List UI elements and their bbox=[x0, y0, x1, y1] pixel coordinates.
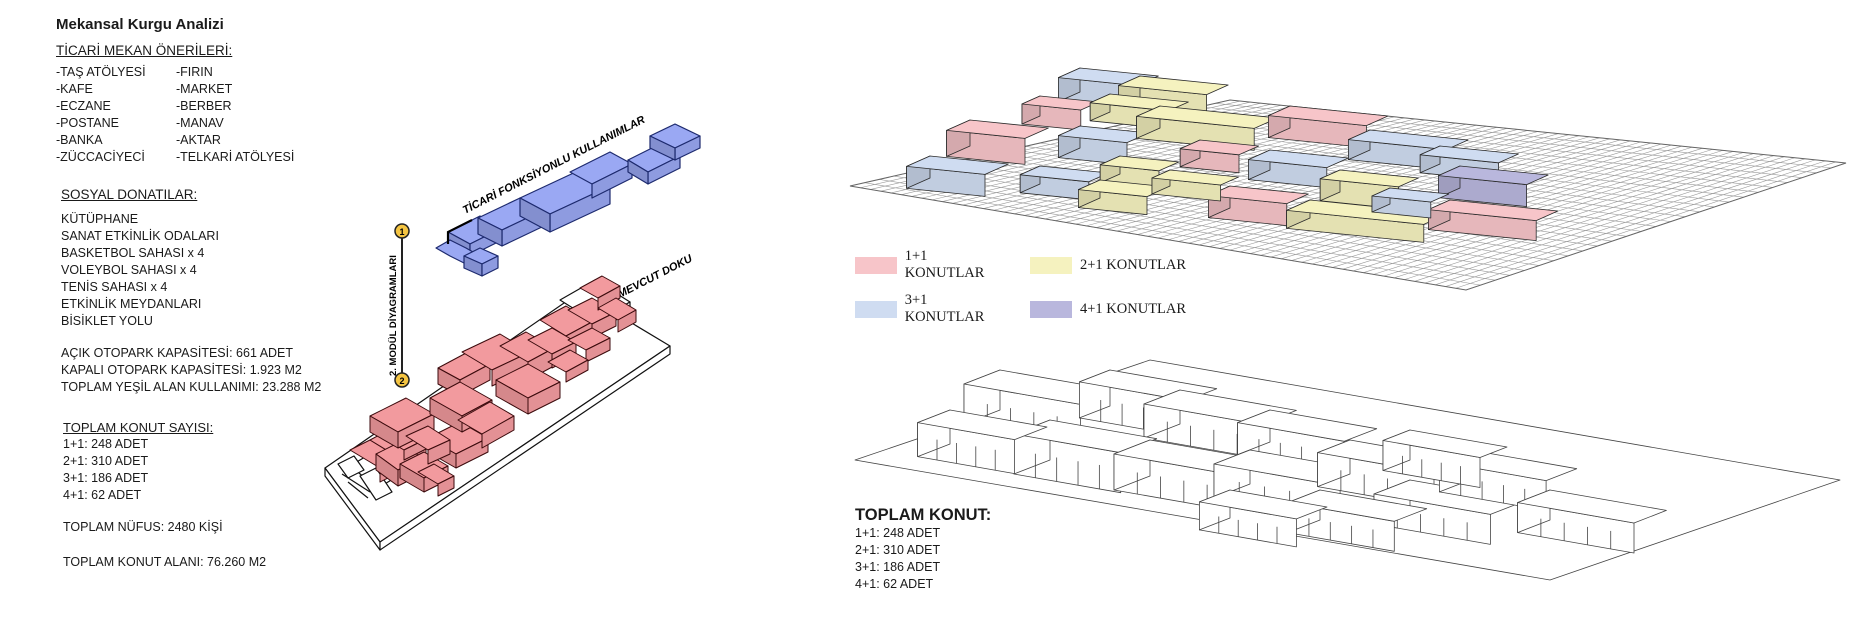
list-item: 2+1: 310 ADET bbox=[63, 454, 149, 468]
legend-swatch bbox=[855, 300, 897, 318]
housing-blocks bbox=[349, 275, 637, 497]
typology-block bbox=[1021, 95, 1100, 131]
blue-block bbox=[569, 151, 633, 199]
housing-typology-diagram bbox=[849, 67, 1847, 291]
commercial-list-2: -FIRIN -MARKET -BERBER -MANAV -AKTAR -TE… bbox=[176, 64, 294, 166]
list-item: -AKTAR bbox=[176, 133, 221, 147]
list-item: 4+1: 62 ADET bbox=[63, 488, 142, 502]
list-item: 2+1: 310 ADET bbox=[855, 543, 941, 557]
legend-item-3plus1: 3+1 KONUTLAR bbox=[855, 292, 1010, 326]
red-block bbox=[579, 275, 621, 311]
list-item: KAPALI OTOPARK KAPASİTESİ: 1.923 M2 bbox=[61, 363, 302, 377]
list-item: -POSTANE bbox=[56, 116, 119, 130]
red-block bbox=[547, 349, 589, 383]
list-item: SANAT ETKİNLİK ODALARI bbox=[61, 229, 219, 243]
list-item: 3+1: 186 ADET bbox=[63, 471, 149, 485]
list-item: 4+1: 62 ADET bbox=[855, 577, 934, 591]
svg-text:2: 2 bbox=[399, 376, 404, 386]
list-item: -MARKET bbox=[176, 82, 233, 96]
red-block bbox=[495, 363, 561, 415]
list-item: -BANKA bbox=[56, 133, 103, 147]
blue-block bbox=[649, 123, 701, 161]
typology-block bbox=[1019, 165, 1110, 201]
red-block bbox=[417, 463, 455, 497]
list-item: -TAŞ ATÖLYESİ bbox=[56, 65, 146, 79]
housing-count-heading: TOPLAM KONUT SAYISI: bbox=[63, 420, 214, 435]
typology-block bbox=[1267, 105, 1389, 148]
module-marker-top: 1 bbox=[394, 223, 410, 239]
legend: 1+1 KONUTLAR 2+1 KONUTLAR 3+1 KONUTLAR 4… bbox=[855, 248, 1186, 326]
commercial-list-1: -TAŞ ATÖLYESİ -KAFE -ECZANE -POSTANE -BA… bbox=[56, 64, 146, 166]
building-outlines bbox=[917, 369, 1667, 554]
list-item: 3+1: 186 ADET bbox=[855, 560, 941, 574]
building-outline bbox=[1198, 489, 1328, 548]
module-label: 2. MODÜL DİYAGRAMLARI bbox=[388, 255, 399, 376]
typology-block bbox=[1151, 169, 1240, 202]
existing-label: MEVCUT DOKU bbox=[616, 252, 695, 300]
typology-block bbox=[1207, 185, 1309, 227]
list-item: KÜTÜPHANE bbox=[61, 212, 139, 226]
list-item: -ZÜCCACİYECİ bbox=[56, 150, 145, 164]
typology-block bbox=[906, 155, 1009, 197]
red-block bbox=[405, 425, 451, 465]
list-item: AÇIK OTOPARK KAPASİTESİ: 661 ADET bbox=[61, 346, 294, 360]
list-item: -KAFE bbox=[56, 82, 93, 96]
red-block bbox=[597, 297, 637, 333]
building-outline bbox=[1517, 489, 1667, 554]
list-item: -BERBER bbox=[176, 99, 232, 113]
red-block bbox=[567, 327, 611, 363]
typology-block bbox=[946, 119, 1049, 165]
typology-blocks bbox=[906, 67, 1559, 243]
module-diagram: TİCARİ FONKSİYONLU KULLANIMLAR MEVCUT DO… bbox=[324, 113, 701, 551]
building-outline bbox=[1382, 429, 1508, 488]
typology-block bbox=[1077, 179, 1170, 216]
red-block bbox=[457, 401, 515, 449]
list-item: -FIRIN bbox=[176, 65, 213, 79]
list-item: VOLEYBOL SAHASI x 4 bbox=[61, 263, 197, 277]
blue-block bbox=[463, 247, 499, 277]
commercial-blocks bbox=[435, 123, 701, 277]
housing-area-total: TOPLAM KONUT ALANI: 76.260 M2 bbox=[63, 555, 267, 569]
typology-block bbox=[1319, 169, 1419, 210]
legend-item-4plus1: 4+1 KONUTLAR bbox=[1030, 292, 1186, 326]
legend-swatch bbox=[855, 256, 897, 274]
typology-block bbox=[1247, 149, 1349, 188]
legend-item-1plus1: 1+1 KONUTLAR bbox=[855, 248, 1010, 282]
typology-block bbox=[1428, 199, 1559, 242]
typology-block bbox=[1057, 125, 1150, 165]
typology-block bbox=[1371, 187, 1450, 219]
list-item: TOPLAM YEŞİL ALAN KULLANIMI: 23.288 M2 bbox=[61, 380, 322, 394]
total-list: 1+1: 248 ADET 2+1: 310 ADET 3+1: 186 ADE… bbox=[855, 525, 940, 593]
legend-swatch bbox=[1030, 256, 1072, 274]
list-item: -TELKARİ ATÖLYESİ bbox=[176, 150, 295, 164]
list-item: -MANAV bbox=[176, 116, 224, 130]
svg-text:1: 1 bbox=[399, 227, 404, 237]
list-item: BASKETBOL SAHASI x 4 bbox=[61, 246, 205, 260]
building-outline bbox=[1013, 419, 1158, 494]
social-heading: SOSYAL DONATILAR: bbox=[61, 187, 198, 202]
typology-block bbox=[1136, 105, 1279, 151]
page-title: Mekansal Kurgu Analizi bbox=[56, 16, 224, 33]
list-item: 1+1: 248 ADET bbox=[855, 526, 941, 540]
housing-count-list: 1+1: 248 ADET 2+1: 310 ADET 3+1: 186 ADE… bbox=[63, 436, 148, 504]
social-list: KÜTÜPHANE SANAT ETKİNLİK ODALARI BASKETB… bbox=[61, 211, 219, 330]
list-item: TENİS SAHASI x 4 bbox=[61, 280, 168, 294]
parking-info: AÇIK OTOPARK KAPASİTESİ: 661 ADET KAPALI… bbox=[61, 345, 321, 396]
legend-item-2plus1: 2+1 KONUTLAR bbox=[1030, 248, 1186, 282]
building-outline bbox=[917, 409, 1048, 475]
list-item: ETKİNLİK MEYDANLARI bbox=[61, 297, 202, 311]
population-total: TOPLAM NÜFUS: 2480 KİŞİ bbox=[63, 520, 223, 534]
total-heading: TOPLAM KONUT: bbox=[855, 506, 992, 524]
typology-block bbox=[1179, 139, 1260, 174]
list-item: BİSİKLET YOLU bbox=[61, 314, 153, 328]
module-marker-bottom: 2 bbox=[394, 372, 410, 388]
axonometric-line-drawing bbox=[854, 359, 1841, 581]
commercial-heading: TİCARİ MEKAN ÖNERİLERİ: bbox=[56, 43, 233, 58]
typology-block bbox=[1438, 165, 1549, 208]
typology-block bbox=[1286, 199, 1448, 243]
list-item: -ECZANE bbox=[56, 99, 111, 113]
list-item: 1+1: 248 ADET bbox=[63, 437, 149, 451]
legend-swatch bbox=[1030, 300, 1072, 318]
